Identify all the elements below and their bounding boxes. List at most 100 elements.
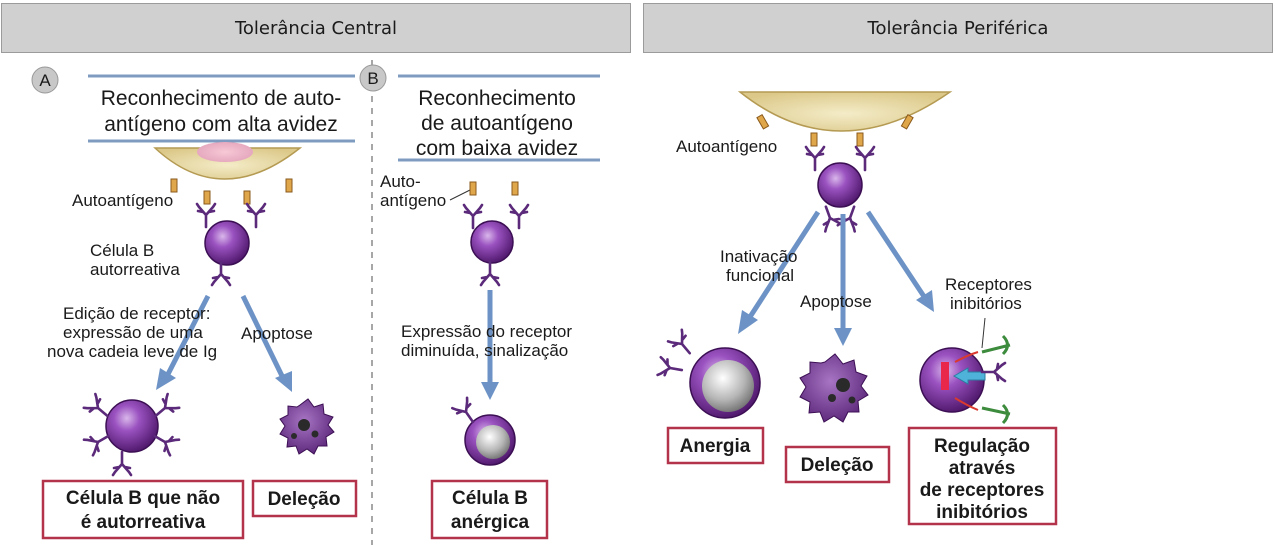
receptor-edit-label-line2: expressão de uma [63, 323, 203, 342]
autoantigen-b1 [469, 181, 477, 196]
b-cell-label-line2: autorreativa [90, 260, 180, 279]
outcome-box-deletion-a [251, 479, 358, 518]
arrow-apoptosis-a [240, 294, 287, 382]
receptor-icon [666, 328, 698, 361]
panel-b: B Reconhecimento de autoantígeno com bai… [359, 64, 600, 540]
inhibitory-signal-arrow [952, 367, 986, 385]
panel-b-title-line2: de autoantígeno [421, 112, 573, 135]
receptor-icon [479, 260, 501, 287]
apc-cell-peripheral [737, 91, 953, 132]
arrowhead-downregulation [481, 382, 499, 400]
apoptosis-label-a: Apoptose [241, 324, 313, 343]
outcome-anergic-line2: anérgica [451, 512, 530, 533]
apoptotic-body [848, 396, 856, 404]
autoantigen-a2 [203, 190, 211, 205]
panel-a-title-line1: Reconhecimento de auto- [101, 87, 342, 110]
outcome-box-anergic [430, 479, 549, 540]
outcome-deletion-peripheral: Deleção [801, 455, 874, 476]
signal-arc [954, 397, 979, 411]
autoantigen-label-b-line1: Auto- [380, 172, 421, 191]
outcome-non-autoreactive-line1: Célula B que não [66, 488, 220, 509]
inhibitory-receptor-icon [981, 334, 1011, 356]
arrow-inactivation [745, 210, 821, 322]
inhibitory-signal-bar [941, 362, 949, 390]
low-avidity-b-cell [470, 220, 514, 264]
inhibitory-receptor-icon [981, 403, 1011, 425]
apoptotic-body [291, 433, 297, 439]
outcome-inhibitory-line3: de receptores [920, 480, 1045, 501]
non-autoreactive-b-cell [105, 399, 159, 453]
outcome-box-deletion-peripheral [784, 445, 891, 484]
anergic-cell-nucleus-peripheral [702, 360, 754, 412]
b-cell-label-line1: Célula B [90, 241, 154, 260]
header-peripheral-tolerance: Tolerância Periférica [643, 3, 1273, 53]
apoptosis-label-peripheral: Apoptose [800, 292, 872, 311]
arrowhead-inactivation [738, 310, 758, 334]
receptor-icon [804, 145, 826, 172]
arrowhead-inhibitory [916, 290, 934, 312]
panel-b-badge [359, 64, 387, 92]
panel-b-title-line1: Reconhecimento [418, 87, 576, 110]
autoantigen-a4 [285, 178, 293, 193]
receptor-icon [816, 202, 844, 233]
header-central-tolerance: Tolerância Central [1, 3, 631, 53]
receptor-icon [245, 202, 267, 229]
outcome-box-non-autoreactive [41, 479, 245, 540]
receptor-icon [656, 355, 685, 381]
outcome-inhibitory-line1: Regulação [934, 436, 1030, 457]
autoantigen-label-b-line2: antígeno [380, 191, 446, 210]
autoantigen-p1 [756, 114, 770, 130]
outcome-inhibitory-line2: através [949, 458, 1016, 479]
leader-line [449, 189, 471, 201]
anergic-cell-nucleus [476, 425, 510, 459]
outcome-box-anergy [666, 426, 765, 465]
expression-label-line1: Expressão do receptor [401, 322, 572, 341]
outcome-box-inhibitory-regulation [907, 426, 1058, 526]
autoantigen-p2 [810, 132, 818, 147]
autoreactive-b-cell [204, 220, 250, 266]
arrowhead-receptor-edit [156, 368, 176, 390]
receptors-label-line1: Receptores [945, 275, 1032, 294]
arrow-receptor-edit [162, 294, 211, 382]
outcome-non-autoreactive-line2: é autorreativa [81, 512, 206, 533]
apoptotic-body [298, 419, 310, 431]
apc-cell-a [153, 147, 303, 180]
panel-b-title-line3: com baixa avidez [416, 137, 578, 160]
apoptotic-body [836, 378, 850, 392]
receptors-label-line2: inibitórios [950, 294, 1022, 313]
peripheral-b-cell [817, 162, 863, 208]
arrowhead-apoptosis-peripheral [834, 328, 852, 346]
expression-label-line2: diminuída, sinalização [401, 341, 568, 360]
outcome-anergic-line1: Célula B [452, 488, 528, 509]
apoptotic-body [828, 394, 836, 402]
panel-a-title-line2: antígeno com alta avidez [104, 113, 337, 136]
inactivation-label-line2: funcional [726, 266, 794, 285]
arrow-inhibitory [865, 210, 928, 300]
receptor-icon [508, 203, 530, 230]
outcome-deletion-a: Deleção [268, 489, 341, 510]
apc-nucleus-a [197, 142, 253, 162]
panel-peripheral: Autoantígeno Inativação funcional Apopto… [656, 91, 1058, 526]
receptor-edit-label-line3: nova cadeia leve de Ig [47, 342, 217, 361]
autoantigen-label-a: Autoantígeno [72, 191, 173, 210]
signal-arc [954, 351, 979, 363]
autoantigen-p3 [856, 132, 864, 147]
panel-b-letter: B [367, 69, 378, 88]
inactivation-label-line1: Inativação [720, 247, 798, 266]
autoantigen-b2 [511, 181, 519, 196]
arrowhead-apoptosis-a [275, 371, 292, 392]
receptor-icon [111, 450, 133, 477]
autoantigen-label-peripheral: Autoantígeno [676, 137, 777, 156]
leader-line [981, 317, 986, 349]
receptor-icon [195, 202, 217, 229]
apoptotic-body [311, 430, 319, 438]
outcome-inhibitory-line4: inibitórios [936, 502, 1028, 523]
receptor-icon [854, 145, 876, 172]
outcome-anergy: Anergia [680, 436, 751, 457]
apoptotic-cell-peripheral [799, 353, 869, 423]
panel-a-letter: A [39, 71, 51, 90]
autoantigen-a3 [243, 190, 251, 205]
panel-a: A Reconhecimento de auto- antígeno com a… [31, 66, 358, 540]
receptor-edit-label-line1: Edição de receptor: [63, 304, 210, 323]
